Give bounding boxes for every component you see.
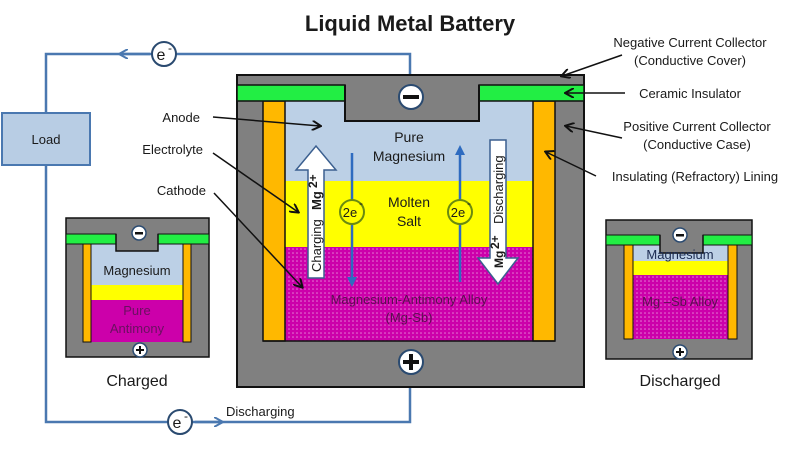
label-ceramic-insulator: Ceramic Insulator [639, 86, 742, 101]
label-anode: Anode [162, 110, 200, 125]
discharging-arrow [476, 139, 520, 286]
pure-magnesium-line2: Magnesium [373, 148, 445, 164]
main-cell: Pure Magnesium Molten Salt Magnesium-Ant… [236, 74, 585, 388]
electron-label-bottom: e [173, 415, 182, 432]
discharging-ion-charge: 2+ [488, 235, 502, 249]
right-labels: Negative Current Collector (Conductive C… [546, 35, 778, 184]
charged-layer-antimony-line1: Pure [123, 303, 150, 318]
alloy-line2: (Mg-Sb) [386, 310, 433, 325]
load-box [1, 112, 91, 166]
label-positive-collector: Positive Current Collector [623, 119, 771, 134]
refractory-lining-right [532, 100, 556, 342]
label-electrolyte: Electrolyte [142, 142, 203, 157]
electron-pair-right-charge: - [467, 196, 471, 210]
electron-pair-left-icon [339, 199, 365, 225]
charged-layer-antimony-line2: Antimony [110, 321, 165, 336]
discharging-arrow-label: Discharging [491, 155, 506, 224]
load-label: Load [32, 132, 61, 147]
charging-ion-label: Mg [309, 191, 324, 210]
charging-arrow-label: Charging [309, 219, 324, 272]
left-labels: Anode Electrolyte Cathode [142, 110, 320, 287]
electron-pair-left: 2e [343, 205, 357, 220]
charging-ion-charge: 2+ [306, 174, 320, 188]
charged-cell: Magnesium Pure Antimony Charged [65, 217, 210, 390]
external-circuit: Load e - e - Discharging [1, 41, 412, 435]
electron-label-top: e [157, 47, 166, 64]
charging-arrow [294, 144, 338, 279]
label-negative-collector: Negative Current Collector [613, 35, 767, 50]
electron-charge-top: - [168, 41, 172, 55]
label-negative-collector-sub: (Conductive Cover) [634, 53, 746, 68]
label-cathode: Cathode [157, 183, 206, 198]
discharged-layer-alloy: Mg –Sb Alloy [642, 294, 718, 309]
label-refractory-lining: Insulating (Refractory) Lining [612, 169, 778, 184]
ceramic-insulator-left [236, 84, 346, 102]
discharged-layer-magnesium: Magnesium [646, 247, 713, 262]
label-positive-collector-sub: (Conductive Case) [643, 137, 751, 152]
electron-icon-bottom [167, 409, 193, 435]
electron-pair-left-charge: - [359, 196, 363, 210]
wire-top [44, 52, 412, 114]
pure-magnesium-line1: Pure [394, 129, 424, 145]
charged-caption: Charged [106, 373, 167, 390]
electron-charge-bottom: - [184, 409, 188, 423]
electron-icon-top [151, 41, 177, 67]
electron-pair-right-icon [447, 199, 473, 225]
molten-salt-line1: Molten [388, 194, 430, 210]
discharged-caption: Discharged [640, 373, 721, 390]
discharging-caption: Discharging [226, 404, 295, 419]
molten-salt-line2: Salt [397, 213, 421, 229]
alloy-line1: Magnesium-Antimony Alloy [331, 292, 488, 307]
wire-bottom [44, 164, 412, 424]
electron-pair-right: 2e [451, 205, 465, 220]
discharged-cell: Magnesium Mg –Sb Alloy Discharged [605, 219, 753, 390]
discharging-ion-label: Mg [492, 251, 506, 268]
charged-layer-magnesium: Magnesium [103, 263, 170, 278]
refractory-lining-left [262, 100, 286, 342]
diagram-title: Liquid Metal Battery [305, 11, 516, 36]
